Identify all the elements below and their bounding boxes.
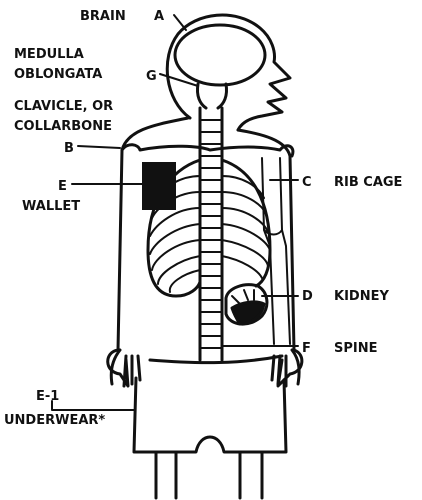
waistline	[150, 356, 282, 363]
brain-shape	[175, 25, 265, 85]
label-oblongata: OBLONGATA	[14, 67, 102, 82]
label-collarbone: COLLARBONE	[14, 119, 112, 134]
label-b: B	[64, 141, 74, 156]
label-rib-cage: RIB CAGE	[334, 175, 402, 190]
kidney-fill	[232, 302, 264, 324]
label-g: G	[146, 69, 157, 84]
label-a: A	[154, 9, 164, 24]
right-hand	[272, 350, 299, 386]
spine-vertebrae	[200, 120, 222, 348]
label-c: C	[302, 175, 312, 190]
underwear-outline	[134, 378, 286, 452]
wallet-shape	[142, 162, 176, 210]
clavicle-bone	[122, 145, 293, 156]
medulla-shape	[197, 84, 226, 108]
label-e: E	[58, 179, 67, 194]
label-spine: SPINE	[334, 341, 378, 356]
spine-column	[200, 108, 222, 360]
label-brain: BRAIN	[80, 9, 126, 24]
arm-bones	[262, 158, 290, 344]
label-wallet: WALLET	[22, 199, 80, 214]
label-underwear: UNDERWEAR*	[4, 413, 105, 428]
label-e1: E-1	[36, 389, 59, 404]
label-clavicle-or: CLAVICLE, OR	[14, 99, 113, 114]
legs	[156, 452, 262, 498]
label-medulla: MEDULLA	[14, 47, 84, 62]
label-kidney: KIDNEY	[334, 289, 389, 304]
label-d: D	[302, 289, 313, 304]
label-f: F	[302, 341, 311, 356]
